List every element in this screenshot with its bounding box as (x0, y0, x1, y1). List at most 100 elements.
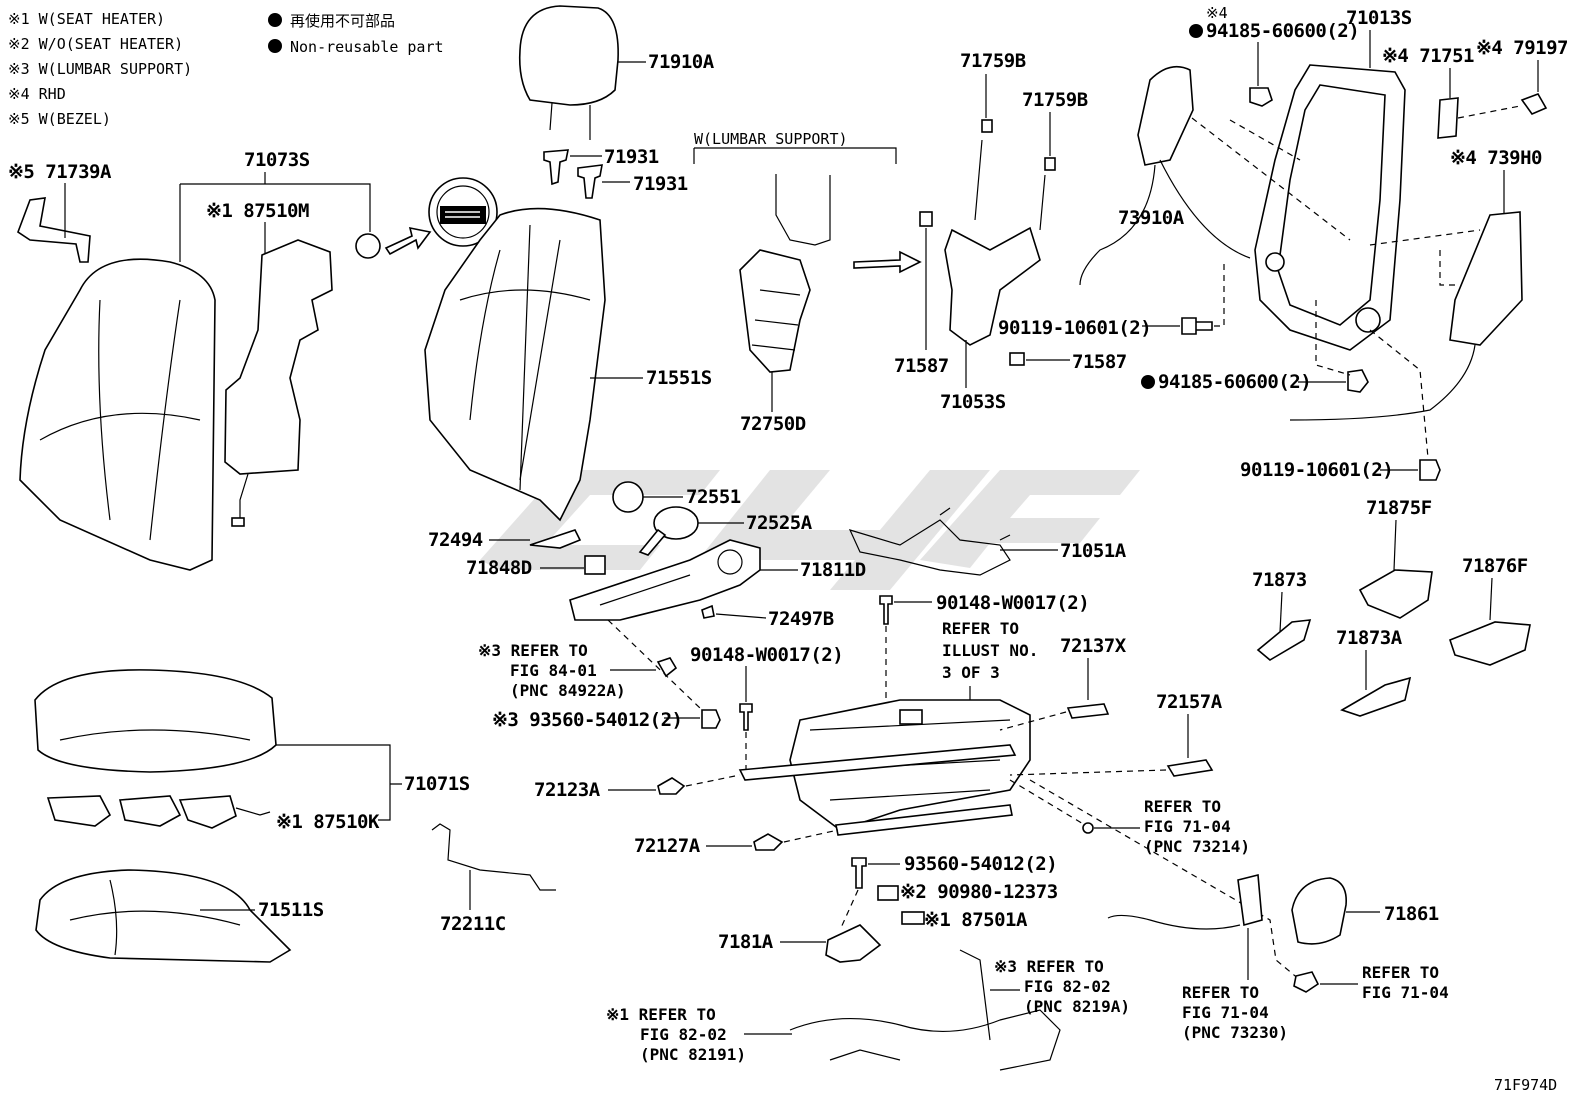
part-label-7181A: 7181A (718, 931, 774, 953)
non-reusable-label-en: Non-reusable part (290, 38, 444, 56)
part-label-71873A: 71873A (1336, 627, 1403, 649)
screw-part (1520, 93, 1548, 115)
cover-72123A (657, 777, 686, 795)
connector-part (656, 657, 678, 678)
ref-71-04: FIG 71-04 (1362, 983, 1449, 1002)
seat-frame-adjuster (738, 699, 1031, 836)
ref-illust: ILLUST NO. (942, 641, 1038, 660)
hog-ring-part (355, 233, 381, 259)
arrow-right-icon (853, 250, 922, 274)
bracket-71875F (1358, 569, 1433, 619)
ref-71-04: REFER TO (1362, 963, 1439, 982)
bolt-part (701, 709, 721, 729)
legend-note: ※2 W/O(SEAT HEATER) (8, 35, 183, 53)
bracket-71873 (1256, 619, 1312, 661)
lumbar-support-assy (739, 174, 831, 373)
knob-72551 (612, 481, 644, 513)
part-label-72157A: 72157A (1156, 691, 1223, 713)
part-label-71759B: 71759B (960, 50, 1026, 72)
part-label-71876F: 71876F (1462, 555, 1528, 577)
part-label-71053S: 71053S (940, 391, 1006, 413)
bracket-71873A (1340, 676, 1412, 717)
nut-part (1009, 352, 1025, 366)
part-label-71873: 71873 (1252, 569, 1307, 591)
non-reusable-dot-icon (268, 13, 282, 27)
part-label-90148: 90148-W0017(2) (690, 644, 843, 666)
bracket-7181A (825, 924, 882, 963)
seatback-frame-71013S (1254, 64, 1406, 351)
part-label-72494: 72494 (428, 529, 483, 551)
wire-harness-71051A (848, 507, 1011, 576)
bolt-part (1181, 317, 1213, 335)
legend-note: ※5 W(BEZEL) (8, 110, 111, 128)
side-airbag-rhd (1449, 211, 1523, 346)
screw-72497B (701, 604, 715, 619)
clip-71848D (584, 555, 606, 575)
part-label-71071S: 71071S (404, 773, 470, 795)
part-label-739H0: ※4 739H0 (1450, 147, 1542, 169)
ref-illust: 3 OF 3 (942, 663, 1000, 682)
part-label-71587: 71587 (894, 355, 949, 377)
part-label-79197: ※4 79197 (1476, 37, 1568, 59)
nut-part (1293, 971, 1320, 993)
wire-harness-bottom (789, 949, 1061, 1071)
nut-part (1249, 87, 1273, 107)
wire-72211C (431, 823, 556, 891)
part-label-87501A: ※1 87501A (924, 909, 1028, 931)
part-label-72127A: 72127A (634, 835, 701, 857)
ref-73230: (PNC 73230) (1182, 1023, 1288, 1042)
cover-72494 (529, 529, 582, 549)
side-airbag (1079, 65, 1251, 286)
seatbelt-buckle (1107, 873, 1263, 930)
part-label-71931: 71931 (604, 146, 659, 168)
part-label-90148: 90148-W0017(2) (936, 592, 1089, 614)
connector-90980 (877, 885, 899, 901)
seatback-bezel (17, 197, 91, 263)
nut-part (919, 211, 933, 227)
part-label-71848D: 71848D (466, 557, 532, 579)
part-label-72137X: 72137X (1060, 635, 1127, 657)
ref-8219A: (PNC 8219A) (1024, 997, 1130, 1016)
ref-73230: FIG 71-04 (1182, 1003, 1269, 1022)
headrest-guide (543, 149, 603, 199)
seatback-frame-71053S (944, 119, 1056, 346)
legend: ※1 W(SEAT HEATER) ※2 W/O(SEAT HEATER) ※3… (8, 10, 444, 128)
part-label-87510K: ※1 87510K (276, 811, 380, 833)
ref-84: FIG 84-01 (510, 661, 597, 680)
part-label-73910A: 73910A (1118, 207, 1185, 229)
seat-cushion-cover (34, 669, 277, 773)
part-label-90980: ※2 90980-12373 (900, 881, 1058, 903)
knob-72525A (638, 506, 699, 556)
bracket-71876F (1449, 621, 1531, 666)
ref-8219A: ※3 REFER TO (994, 957, 1104, 976)
bolt-part (851, 857, 867, 889)
ref-73230: REFER TO (1182, 983, 1259, 1002)
part-label-71751: ※4 71751 (1382, 45, 1474, 67)
ref-82191: (PNC 82191) (640, 1045, 746, 1064)
non-reusable-dot-icon (1141, 375, 1155, 389)
non-reusable-label-jp: 再使用不可部品 (290, 12, 395, 30)
part-label-72750D: 72750D (740, 413, 806, 435)
seat-cushion-pad (35, 869, 292, 963)
part-label-72525A: 72525A (746, 512, 813, 534)
part-label-93560: ※3 93560-54012(2) (492, 709, 682, 731)
ref-8219A: FIG 82-02 (1024, 977, 1111, 996)
part-label-93560: 93560-54012(2) (904, 853, 1057, 875)
nut-part (1347, 369, 1369, 393)
seatback-pad (424, 207, 606, 522)
cover-part (1437, 97, 1459, 139)
seatback-cover (19, 258, 216, 571)
cover-72157A (1166, 759, 1214, 777)
part-label-71931: 71931 (633, 173, 688, 195)
bolt-part (739, 703, 753, 731)
part-label-71861: 71861 (1384, 903, 1439, 925)
connector-87501A (901, 911, 925, 925)
bolt-part (879, 595, 893, 625)
cover-71861 (1291, 877, 1347, 945)
cover-72127A (753, 833, 784, 851)
non-reusable-dot-icon (1189, 24, 1203, 38)
part-label-71875F: 71875F (1366, 497, 1432, 519)
part-label-71739A: ※5 71739A (8, 161, 112, 183)
legend-note: ※3 W(LUMBAR SUPPORT) (8, 60, 192, 78)
non-reusable-dot-icon (268, 39, 282, 53)
